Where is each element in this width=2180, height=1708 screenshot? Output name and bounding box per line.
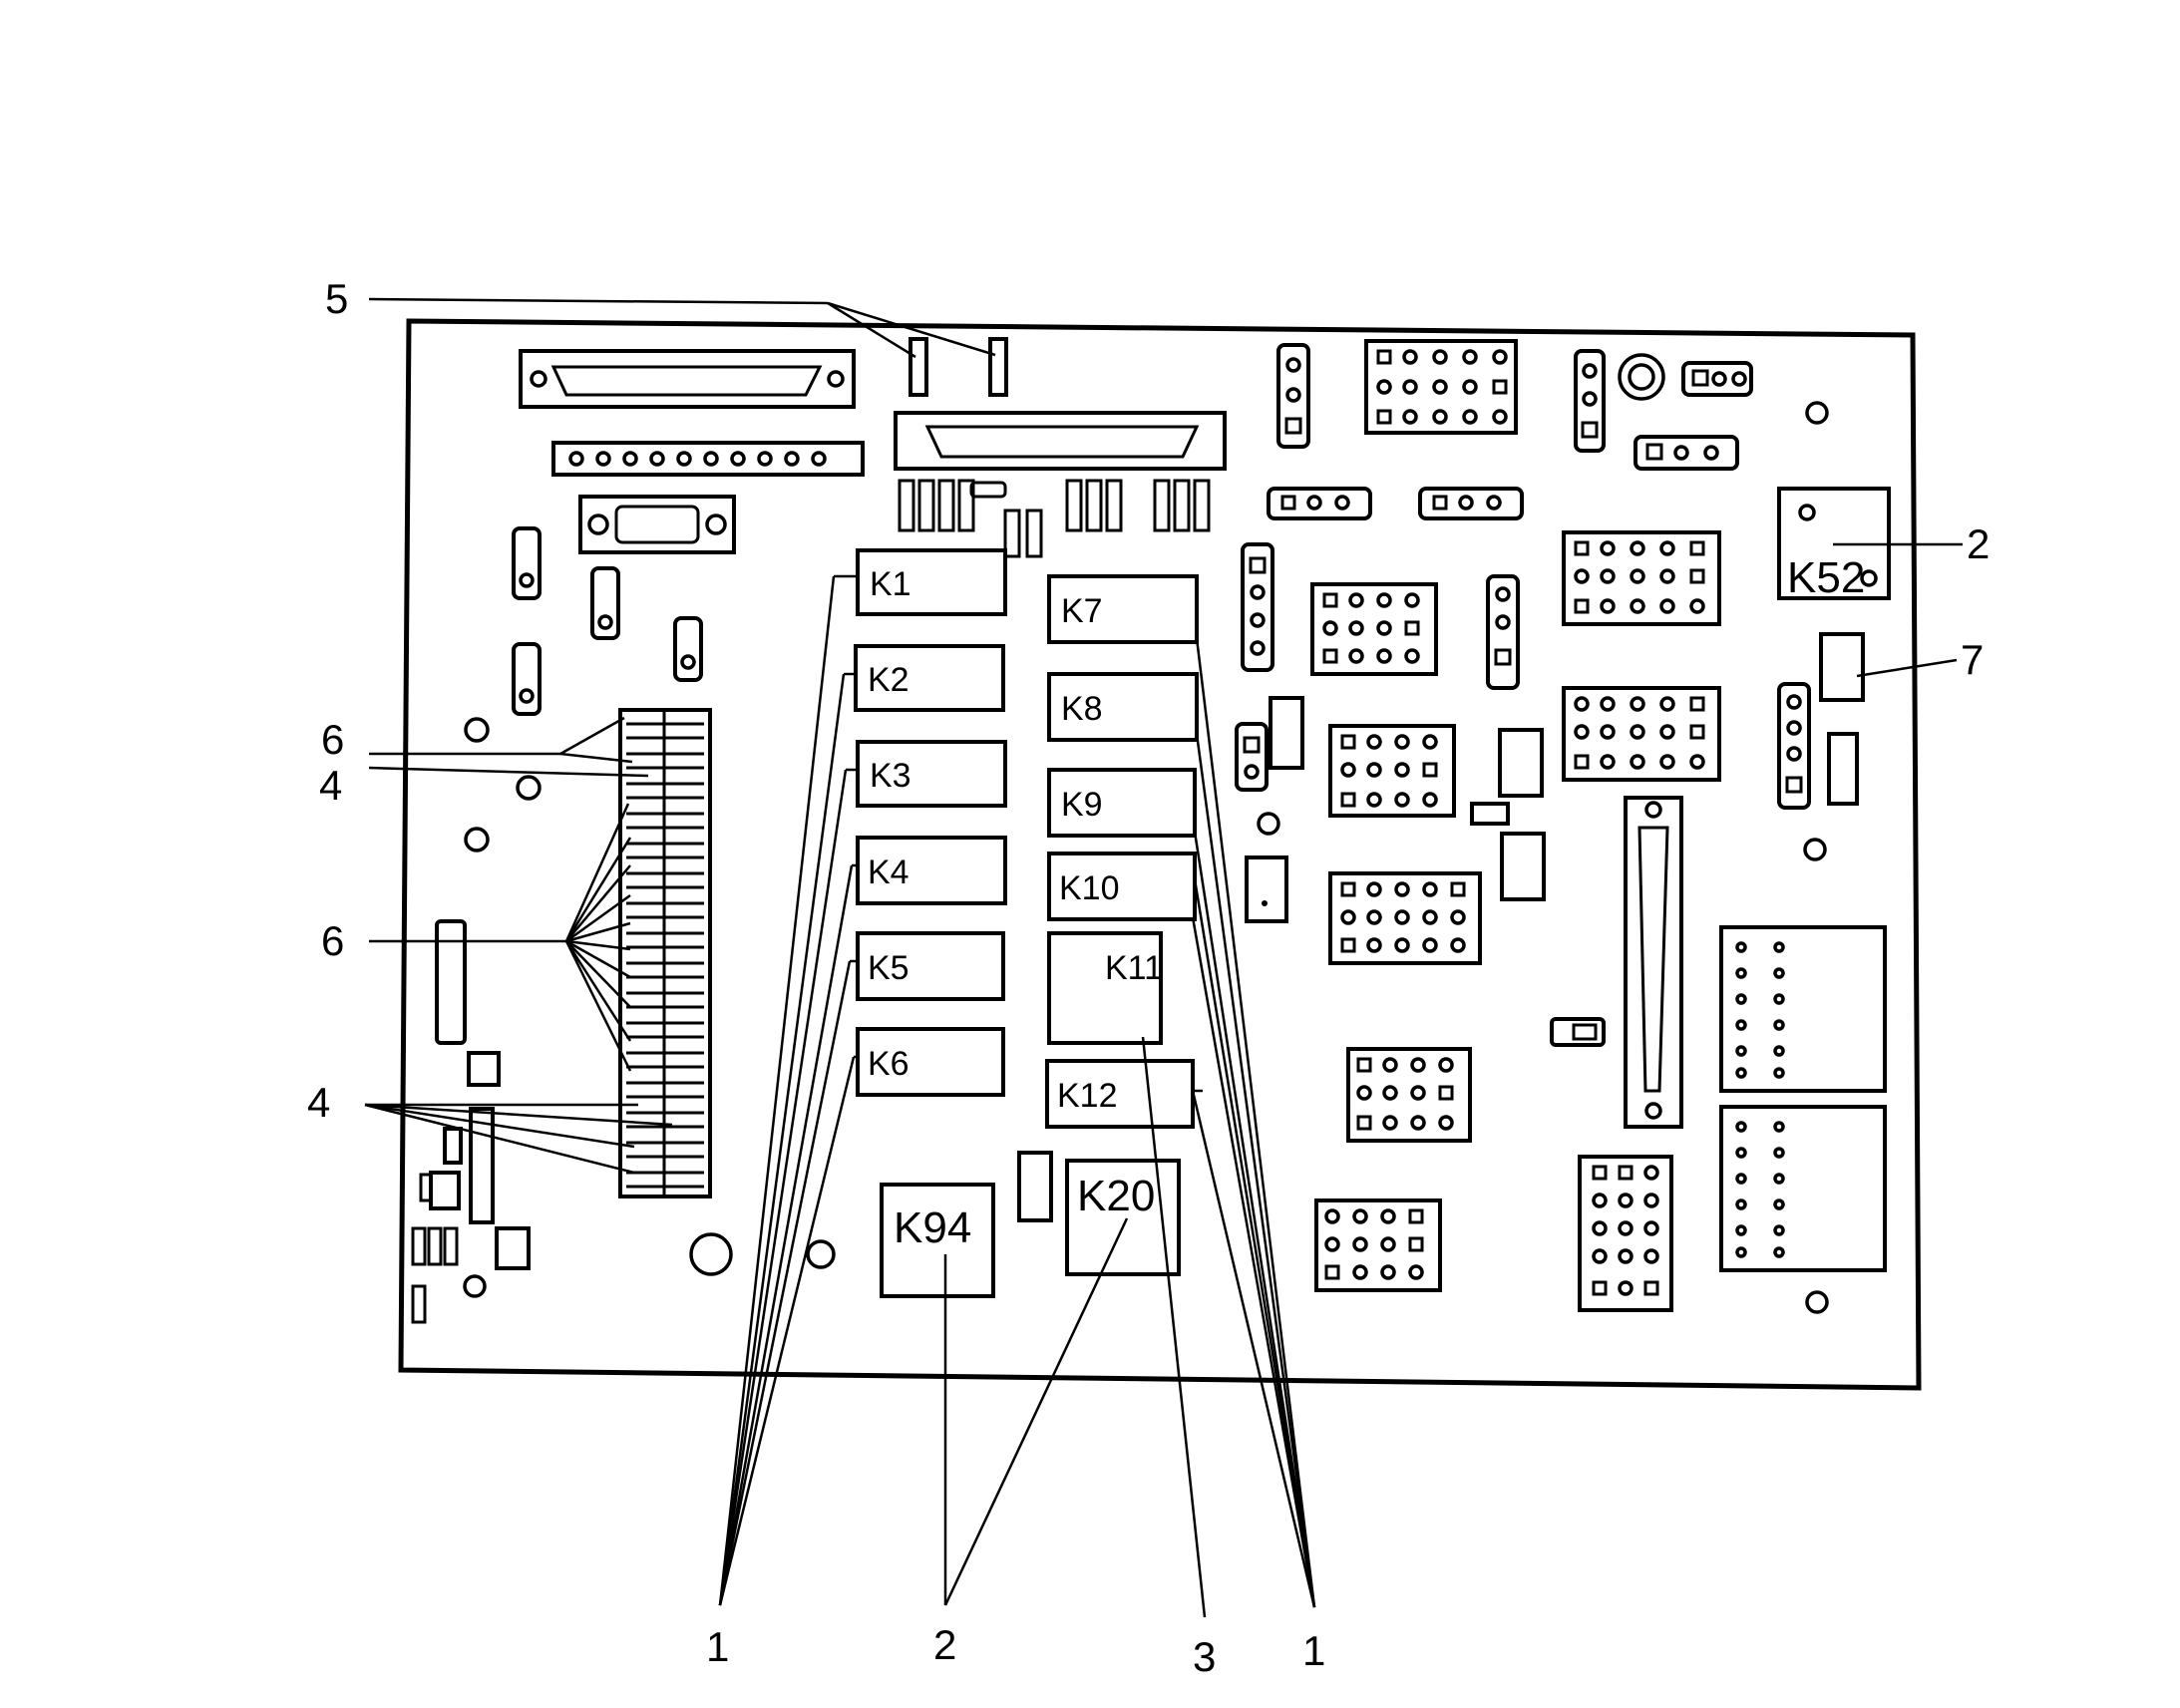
horizontal-header-left-b (1418, 487, 1524, 520)
relay-label-k8: K8 (1061, 690, 1103, 728)
modular-jack-bottom (1719, 1105, 1887, 1272)
relay-label-k10: K10 (1059, 869, 1120, 907)
dsub-connector-top-left (519, 349, 856, 409)
small-header-left (1235, 722, 1269, 792)
relay-k8: K8 (1047, 672, 1199, 742)
connector-2x4-a (1310, 582, 1438, 676)
relay-label-k52: K52 (1787, 553, 1865, 602)
mounting-hole (1805, 401, 1829, 425)
mounting-hole (806, 1239, 836, 1269)
connector-2x5-mid (1562, 530, 1721, 626)
callout-4-upper: 4 (319, 762, 342, 809)
vertical-header-right (1777, 682, 1811, 810)
mounting-hole (1805, 1290, 1829, 1314)
capacitor-a (1269, 696, 1304, 770)
relay-k94: K94 (880, 1183, 995, 1298)
mounting-hole (1803, 838, 1827, 861)
relay-label-k9: K9 (1061, 786, 1103, 824)
relay-label-k94: K94 (894, 1203, 971, 1252)
capacitor-d (1500, 832, 1546, 901)
pin-header-strip (551, 441, 865, 477)
vertical-header-top-2 (1574, 349, 1606, 453)
relay-label-k2: K2 (868, 661, 909, 699)
capacitor-e (1827, 732, 1859, 806)
capacitor-b (1498, 728, 1544, 798)
ribbon-connector-top (894, 411, 1227, 471)
relay-k1: K1 (856, 548, 1007, 616)
jumper-1 (908, 337, 928, 397)
horizontal-header-3pin-top (1681, 361, 1753, 397)
horizontal-header-3pin (1634, 435, 1739, 471)
vertical-header-mid (1486, 574, 1520, 690)
callout-4-lower: 4 (307, 1079, 330, 1126)
small-switch-lever (1572, 1023, 1598, 1041)
connector-2x5-mid-2 (1562, 686, 1721, 782)
terminal-block (618, 708, 712, 1198)
capacitor-f (1245, 855, 1288, 923)
relay-k6: K6 (856, 1027, 1005, 1097)
relay-label-k12: K12 (1057, 1077, 1118, 1115)
vertical-header-4pin (1241, 542, 1274, 672)
left-small-components (411, 919, 531, 1324)
relay-label-k4: K4 (868, 854, 909, 891)
board-outline (398, 318, 1922, 1391)
capacitor-k20-side (1017, 1151, 1053, 1222)
relay-k2: K2 (854, 644, 1005, 712)
relay-k12: K12 (1045, 1059, 1195, 1129)
callout-2-right: 2 (1967, 520, 1990, 567)
jumper-2 (988, 337, 1008, 397)
mounting-hole (463, 1274, 487, 1298)
relay-label-k1: K1 (870, 565, 911, 603)
horizontal-header-left-a (1267, 487, 1372, 520)
dsub9-connector (578, 495, 736, 554)
relay-k20: K20 (1065, 1159, 1181, 1276)
mounting-hole (464, 827, 490, 853)
callout-1-right: 1 (1302, 1627, 1325, 1674)
mounting-hole (464, 717, 490, 743)
callout-5-top: 5 (325, 275, 348, 322)
vertical-dsub-connector (1624, 796, 1683, 1129)
relay-label-k6: K6 (868, 1045, 909, 1083)
mounting-hole (689, 1232, 733, 1276)
callout-6-middle: 6 (321, 917, 344, 964)
resistor-pack-group (898, 479, 1211, 558)
leader-lines (364, 297, 1963, 1618)
callout-1-left: 1 (706, 1623, 729, 1670)
small-switch (1550, 1017, 1606, 1047)
capacitor-c (1470, 802, 1510, 826)
relay-k7: K7 (1047, 574, 1199, 644)
relay-k5: K5 (856, 931, 1005, 1001)
relay-label-k11: K11 (1105, 949, 1163, 987)
callout-6-upper: 6 (321, 716, 344, 763)
modular-jack-top (1719, 925, 1887, 1093)
marking-dot (1262, 900, 1268, 906)
connector-2x5-left-mid (1328, 871, 1482, 965)
callout-2-bottom: 2 (933, 1621, 956, 1668)
mounting-hole (516, 775, 542, 801)
relay-label-k5: K5 (868, 949, 909, 987)
relay-k9: K9 (1047, 768, 1197, 838)
relay-k11: K11 (1047, 931, 1163, 1045)
vertical-header-top (1276, 343, 1310, 449)
relay-k4: K4 (856, 836, 1007, 905)
connector-2x4-lower (1346, 1047, 1472, 1143)
connector-2x5-top (1364, 339, 1518, 435)
component-callout-7 (1819, 632, 1865, 702)
connector-2x4-bottom (1314, 1198, 1442, 1292)
relay-k10: K10 (1047, 852, 1197, 921)
relay-label-k3: K3 (870, 757, 911, 795)
relay-label-k20: K20 (1077, 1172, 1155, 1220)
potentiometer-center (1628, 363, 1655, 391)
callout-7-right: 7 (1961, 636, 1984, 683)
relay-label-k7: K7 (1061, 592, 1103, 630)
connector-3x5-vertical (1578, 1155, 1673, 1312)
callout-3-bottom: 3 (1193, 1633, 1216, 1680)
relay-k3: K3 (856, 740, 1007, 808)
connector-2x4-b (1328, 724, 1456, 818)
mounting-hole (1257, 812, 1280, 836)
relay-k52: K52 (1777, 487, 1891, 602)
small-connectors-left (512, 526, 703, 716)
potentiometer (1618, 353, 1665, 401)
